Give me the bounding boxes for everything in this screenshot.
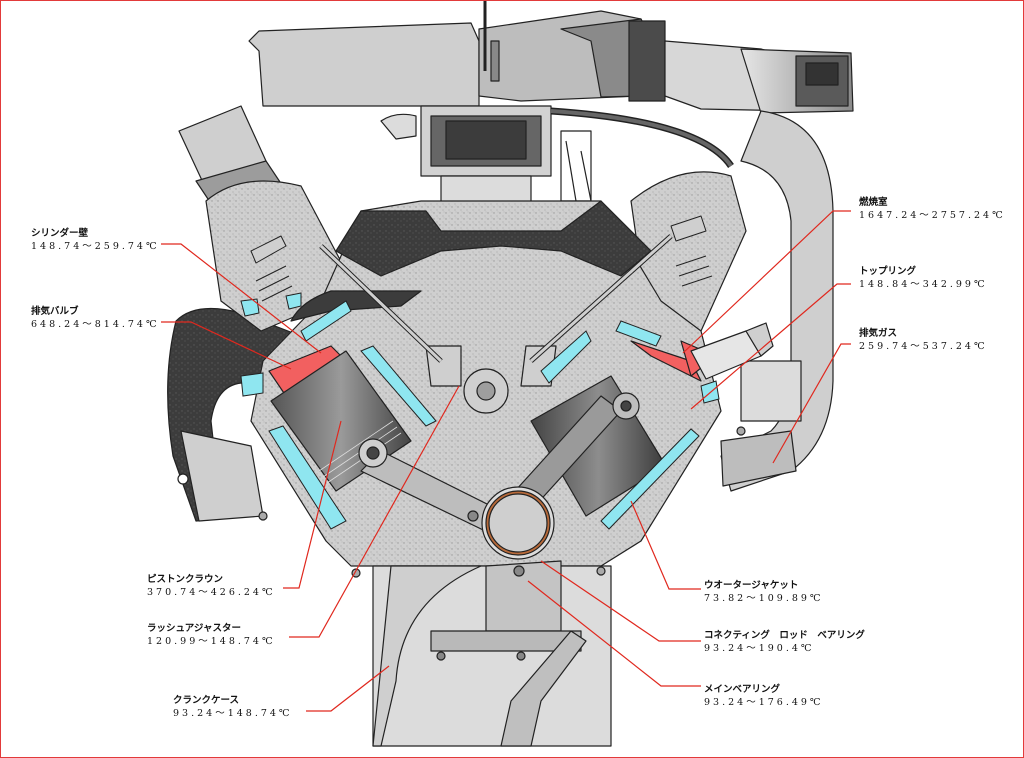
leader-crankcase	[306, 665, 390, 712]
leader-cylinder-wall	[161, 243, 322, 354]
label-combustion: 燃焼室 1647.24〜2757.24℃	[859, 196, 1006, 222]
leader-exhaust-valve	[161, 321, 292, 370]
label-name: クランクケース	[173, 695, 240, 706]
leader-lines	[161, 210, 851, 712]
label-name: メインベアリング	[704, 684, 781, 695]
label-conrod-bearing: コネクティング ロッド ベアリング 93.24〜190.4℃	[704, 629, 865, 655]
label-range: 1647.24〜2757.24℃	[859, 210, 1006, 221]
leader-top-ring	[690, 283, 851, 410]
label-water-jacket: ウオータージャケット 73.82〜109.89℃	[704, 579, 824, 605]
leader-conrod-bearing	[540, 560, 701, 642]
label-name: 燃焼室	[859, 197, 888, 208]
label-name: 排気バルブ	[31, 306, 79, 317]
label-name: ラッシュアジャスター	[147, 623, 241, 634]
label-name: シリンダー壁	[31, 228, 89, 239]
label-lash-adjuster: ラッシュアジャスター 120.99〜148.74℃	[147, 622, 276, 648]
label-range: 259.74〜537.24℃	[859, 341, 988, 352]
label-range: 93.24〜148.74℃	[173, 708, 293, 719]
label-cylinder-wall: シリンダー壁 148.74〜259.74℃	[31, 227, 160, 253]
label-range: 73.82〜109.89℃	[704, 593, 824, 604]
leader-water-jacket	[630, 500, 701, 590]
label-name: ウオータージャケット	[704, 580, 799, 591]
label-name: トップリング	[859, 266, 917, 277]
label-name: ピストンクラウン	[147, 574, 224, 585]
leader-piston-crown	[283, 420, 342, 589]
cylinder-hot-zone-right	[630, 340, 702, 382]
intake-duct	[628, 20, 666, 102]
label-range: 648.24〜814.74℃	[31, 319, 160, 330]
air-cleaner	[248, 22, 480, 107]
label-exhaust-gas: 排気ガス 259.74〜537.24℃	[859, 327, 988, 353]
label-crankcase: クランクケース 93.24〜148.74℃	[173, 694, 293, 720]
label-range: 93.24〜176.49℃	[704, 697, 824, 708]
label-range: 93.24〜190.4℃	[704, 643, 815, 654]
label-name: 排気ガス	[859, 328, 898, 339]
leader-combustion	[682, 210, 851, 354]
leader-main-bearing	[527, 580, 701, 687]
intake-manifold	[335, 200, 652, 277]
label-exhaust-valve: 排気バルブ 648.24〜814.74℃	[31, 305, 160, 331]
label-name: コネクティング ロッド ベアリング	[704, 630, 865, 641]
label-range: 148.84〜342.99℃	[859, 279, 988, 290]
oil-pickup	[500, 630, 587, 747]
label-range: 120.99〜148.74℃	[147, 636, 276, 647]
label-piston-crown: ピストンクラウン 370.74〜426.24℃	[147, 573, 276, 599]
leader-exhaust-gas	[772, 343, 851, 464]
label-top-ring: トップリング 148.84〜342.99℃	[859, 265, 988, 291]
label-main-bearing: メインベアリング 93.24〜176.49℃	[704, 683, 824, 709]
label-range: 370.74〜426.24℃	[147, 587, 276, 598]
leader-lash-adjuster	[289, 385, 460, 638]
label-range: 148.74〜259.74℃	[31, 241, 160, 252]
water-jacket-passages	[240, 292, 720, 530]
